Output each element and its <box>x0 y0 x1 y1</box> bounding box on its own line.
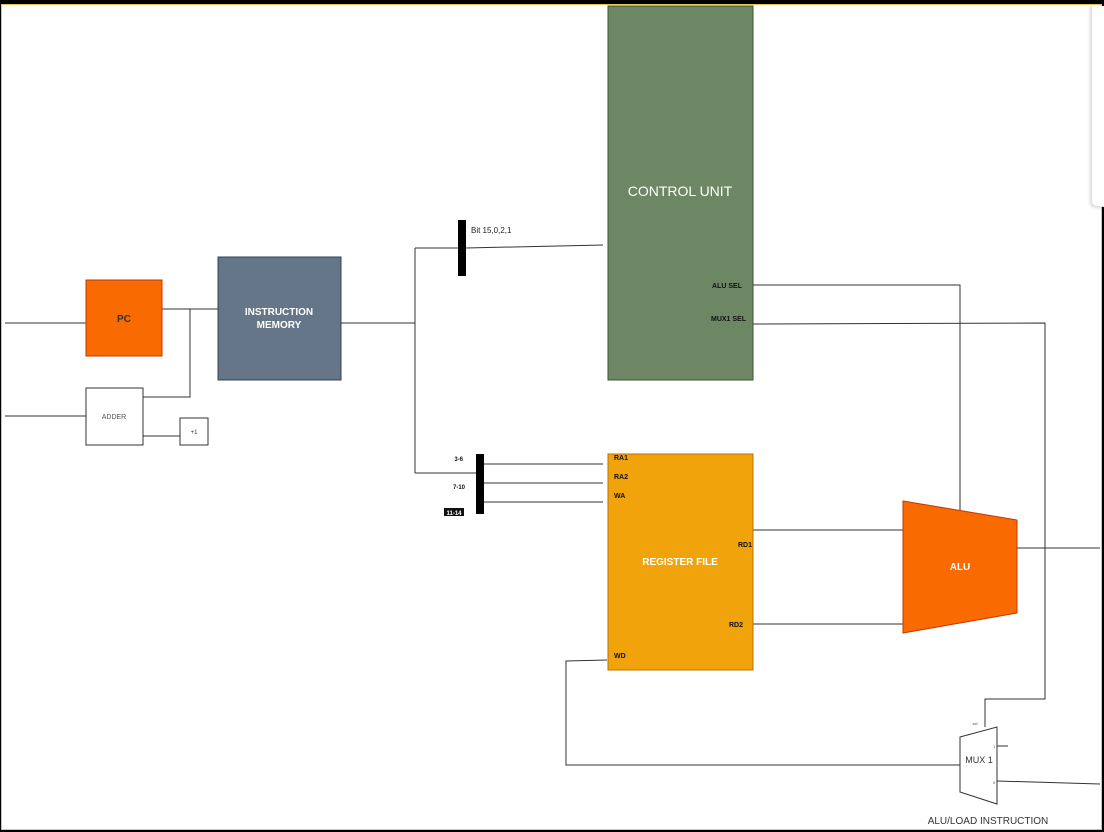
wa-port-label: WA <box>614 493 625 500</box>
control-bits-bus-bar <box>458 220 466 276</box>
wire-mux-in0 <box>996 780 1101 785</box>
wires <box>5 244 1101 785</box>
alu-sel-port-label: ALU SEL <box>712 283 743 290</box>
mux1-label: MUX 1 <box>965 755 993 765</box>
mux1-sel-port-label: MUX1 SEL <box>711 316 747 323</box>
wire-mux-to-wd <box>565 659 960 766</box>
wire-alu-sel <box>753 284 961 511</box>
alu-block[interactable]: ALU <box>902 500 1018 634</box>
pc-label: PC <box>117 314 131 325</box>
control-unit-block[interactable]: CONTROL UNIT ALU SEL MUX1 SEL <box>607 5 754 381</box>
alu-label: ALU <box>950 562 971 573</box>
rd2-port-label: RD2 <box>729 622 743 629</box>
plus-one-block[interactable]: +1 <box>179 417 209 446</box>
diagram-sheet <box>1 4 1102 830</box>
side-panel-edge <box>1091 6 1104 207</box>
control-unit-label: CONTROL UNIT <box>628 183 733 199</box>
instruction-memory-block[interactable]: INSTRUCTION MEMORY <box>217 256 342 381</box>
instruction-memory-label-line2: MEMORY <box>257 320 302 331</box>
mux1-sel-label: sel <box>972 721 977 726</box>
wire-adder-feedback <box>143 309 191 398</box>
register-file-label: REGISTER FILE <box>642 557 718 568</box>
register-bits-bus-bar <box>476 454 484 514</box>
wa-bits-label: 11-14 <box>446 511 462 517</box>
ra1-port-label: RA1 <box>614 455 628 462</box>
wa-bits-label-bg <box>444 508 464 516</box>
mux1-caption: ALU/LOAD INSTRUCTION <box>928 816 1049 827</box>
wire-bits-to-control-unit <box>465 244 604 249</box>
adder-block[interactable]: ADDER <box>85 387 144 446</box>
wd-port-label: WD <box>614 653 626 660</box>
instruction-memory-label-line1: INSTRUCTION <box>245 307 313 318</box>
mux1-in1-label: 1 <box>993 744 996 749</box>
wire-mux1-sel <box>752 322 1046 727</box>
rd1-port-label: RD1 <box>738 542 752 549</box>
ra2-bits-label: 7-10 <box>453 485 466 491</box>
mux1-in0-label: 0 <box>993 780 996 785</box>
plus-one-label: +1 <box>191 430 199 436</box>
adder-label: ADDER <box>102 414 127 421</box>
mux1-block[interactable]: MUX 1 sel 1 0 <box>959 721 998 805</box>
ra2-port-label: RA2 <box>614 474 628 481</box>
register-file-block[interactable]: REGISTER FILE RA1 RA2 WA RD1 RD2 WD <box>607 453 754 671</box>
pc-block[interactable]: PC <box>85 279 163 357</box>
control-bits-label: Bit 15,0,2,1 <box>471 226 512 235</box>
ra1-bits-label: 3-6 <box>454 457 463 463</box>
